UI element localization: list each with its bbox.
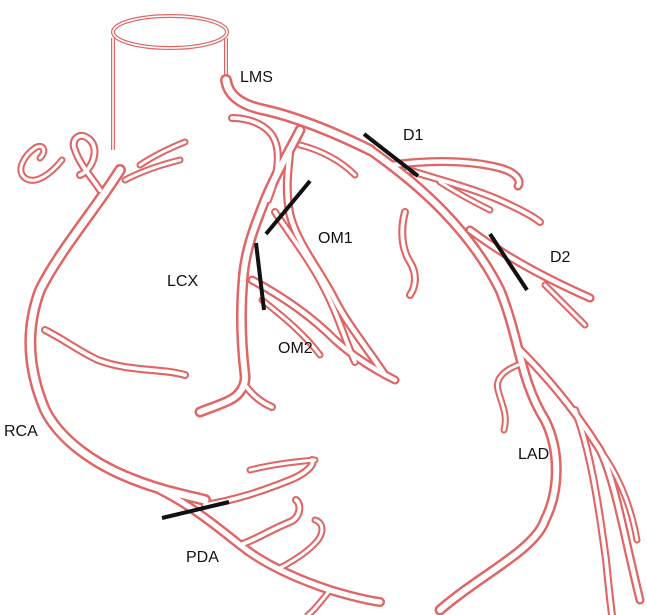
- label-lcx: LCX: [167, 273, 198, 290]
- label-rca: RCA: [4, 423, 38, 440]
- vessels-outer: [21, 80, 640, 615]
- aorta-body: [113, 38, 226, 150]
- label-lad: LAD: [518, 446, 549, 463]
- label-om1: OM1: [318, 230, 353, 247]
- vessel-om1-top: [300, 145, 355, 175]
- label-om2: OM2: [278, 340, 313, 357]
- vessel-rca-marginal: [45, 330, 185, 375]
- label-lms: LMS: [240, 69, 273, 86]
- aorta-top-inner: [113, 16, 227, 48]
- vessel-lad-branch-a: [520, 350, 640, 600]
- label-pda: PDA: [186, 549, 219, 566]
- aorta-body-inner: [113, 38, 226, 150]
- aortic-root: [113, 16, 227, 150]
- label-d2: D2: [550, 249, 571, 266]
- vessel-rca-conus-b: [21, 146, 62, 180]
- label-d1: D1: [403, 127, 424, 144]
